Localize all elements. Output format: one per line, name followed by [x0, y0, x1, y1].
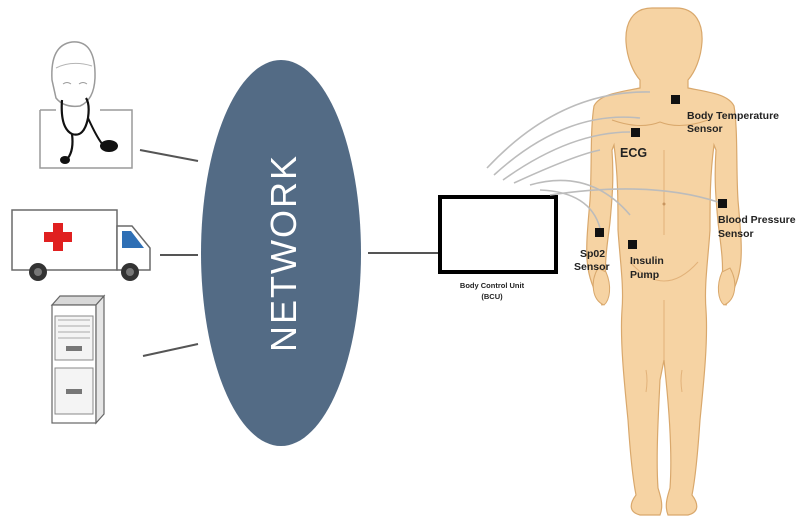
human-body: [586, 7, 742, 516]
ambulance-icon: [11, 209, 151, 281]
spo2-sensor: Sp02 Sensor: [574, 228, 610, 273]
bcu-box: [438, 195, 558, 274]
insulin-pump-label-line2: Pump: [630, 269, 659, 281]
signal-arc: [502, 131, 631, 181]
file-cabinet-icon: [50, 294, 106, 425]
network-node: NETWORK: [201, 60, 361, 446]
insulin-pump-sensor: Insulin Pump: [628, 240, 664, 281]
blood-pressure-sensor: Blood Pressure Sensor: [718, 199, 796, 240]
blood-pressure-label-line1: Blood Pressure: [718, 214, 796, 226]
signal-arc: [493, 116, 641, 176]
body-temperature-label-line2: Sensor: [687, 123, 723, 135]
signal-arc: [549, 188, 719, 203]
spo2-label-line1: Sp02: [580, 248, 605, 260]
signal-arc: [539, 189, 601, 229]
doctor-network-link: [139, 149, 199, 162]
ecg-label: ECG: [620, 146, 647, 160]
signal-arc: [529, 179, 631, 216]
network-ellipse: [201, 60, 361, 446]
records-network-link: [142, 343, 199, 357]
sensor-marker: [628, 240, 637, 249]
network-label: NETWORK: [263, 154, 304, 352]
body-silhouette: [586, 7, 742, 516]
body-temperature-sensor: Body Temperature Sensor: [671, 95, 779, 135]
sensor-marker: [718, 199, 727, 208]
bcu-label-line2: (BCU): [481, 292, 503, 301]
insulin-pump-label-line1: Insulin: [630, 255, 664, 267]
signal-arc: [486, 91, 651, 169]
signal-arcs: [486, 91, 719, 229]
ecg-sensor: ECG: [620, 128, 647, 160]
signal-arc: [513, 149, 601, 184]
sensor-marker: [631, 128, 640, 137]
bcu-label-line1: Body Control Unit: [460, 281, 525, 290]
sensor-marker: [595, 228, 604, 237]
body-temperature-label-line1: Body Temperature: [687, 110, 779, 122]
bcu-node: Body Control Unit (BCU): [438, 195, 558, 301]
doctor-icon: [39, 41, 133, 169]
spo2-label-line2: Sensor: [574, 261, 610, 273]
blood-pressure-label-line2: Sensor: [718, 228, 754, 240]
sensor-marker: [671, 95, 680, 104]
